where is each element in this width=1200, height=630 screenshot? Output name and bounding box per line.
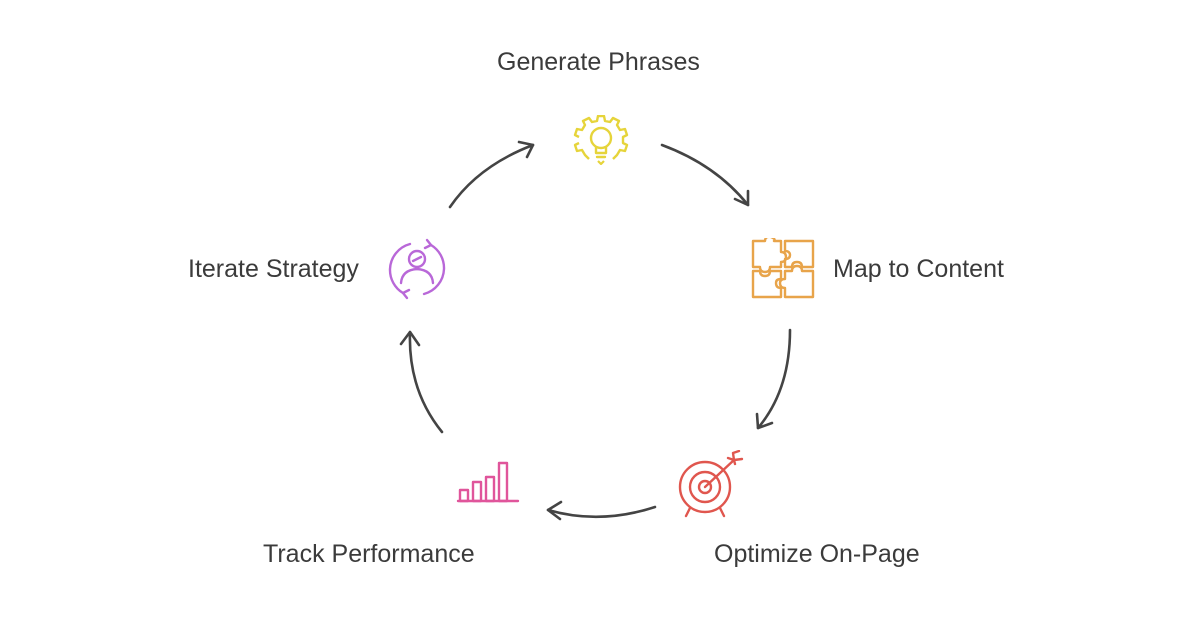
arrow-map-to-optimize [755,328,792,430]
step-label: Iterate Strategy [188,255,359,283]
puzzle-pieces-icon [750,235,816,300]
arrow-iterate-to-generate [448,140,535,209]
bar-chart-icon [456,460,520,504]
lightbulb-gear-icon [567,114,633,166]
person-refresh-icon [384,236,450,302]
arrow-optimize-to-track [546,500,657,521]
step-label: Map to Content [833,255,1004,283]
target-dart-icon [676,449,746,518]
step-label: Track Performance [263,540,475,568]
arrow-track-to-iterate [399,330,444,434]
arrow-generate-to-map [660,143,750,207]
step-label: Optimize On-Page [714,540,920,568]
step-label: Generate Phrases [497,48,700,76]
